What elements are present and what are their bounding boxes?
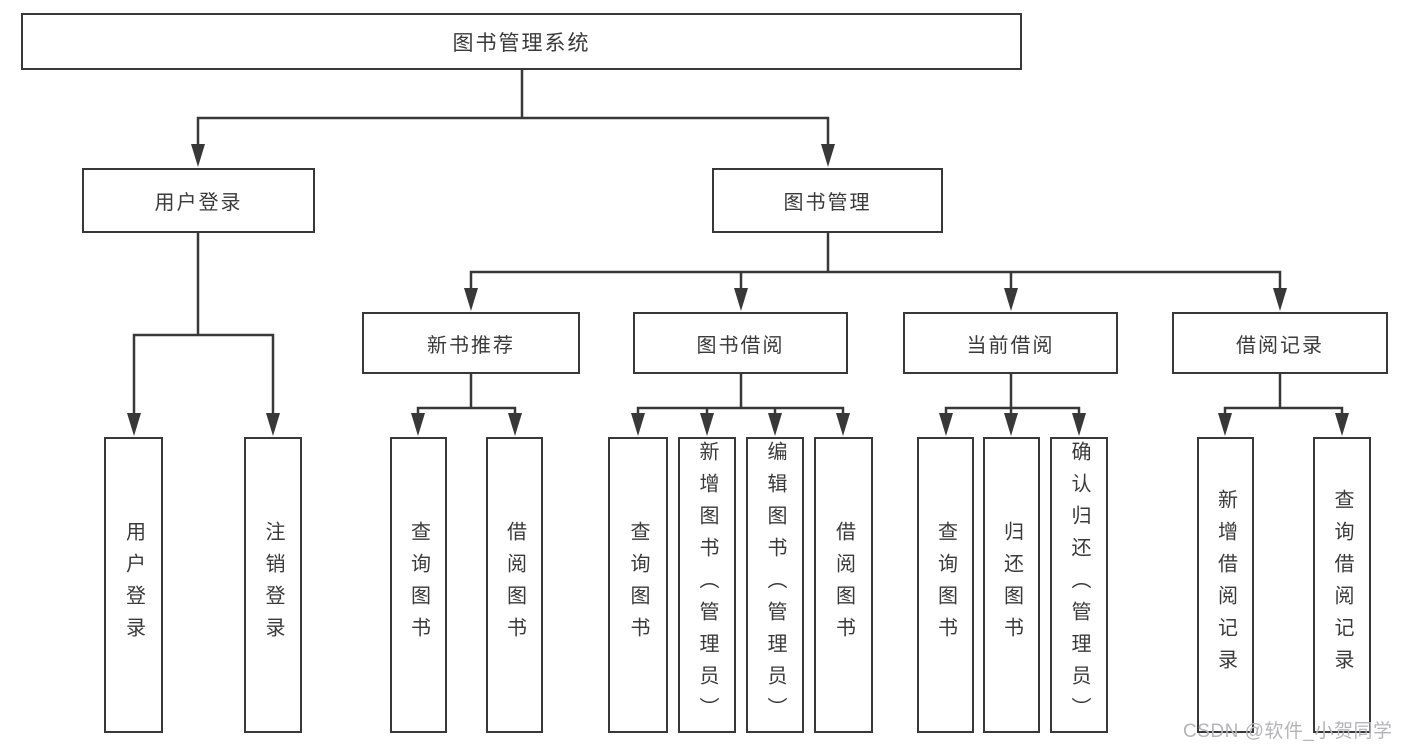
leaf-user-login: 用户登录 xyxy=(104,437,163,733)
node-new-book-recommend: 新书推荐 xyxy=(362,312,580,374)
leaf-add-borrow-record-label: 新增借阅记录 xyxy=(1214,489,1237,681)
leaf-return-book-label: 归还图书 xyxy=(1000,521,1023,649)
leaf-edit-book-admin: 编辑图书（管理员） xyxy=(746,437,804,733)
leaf-borrow-books-borrow: 借阅图书 xyxy=(814,437,873,733)
leaf-edit-book-admin-label: 编辑图书（管理员） xyxy=(764,441,786,729)
leaf-confirm-return-admin-label: 确认归还（管理员） xyxy=(1068,441,1090,729)
leaf-query-books-recommend-label: 查询图书 xyxy=(407,521,430,649)
leaf-borrow-books-recommend: 借阅图书 xyxy=(486,437,543,733)
leaf-query-borrow-record: 查询借阅记录 xyxy=(1313,437,1371,733)
leaf-confirm-return-admin: 确认归还（管理员） xyxy=(1050,437,1108,733)
connector-new-book-recommend-to-leaves xyxy=(416,374,517,416)
leaf-add-book-admin-label: 新增图书（管理员） xyxy=(696,441,718,729)
connector-borrow-records-to-leaves xyxy=(1223,374,1344,416)
leaf-logout-label: 注销登录 xyxy=(262,521,284,649)
node-library-management-system: 图书管理系统 xyxy=(21,13,1022,70)
connector-root-to-level2 xyxy=(196,70,830,146)
csdn-watermark: CSDN @软件_小贺同学 xyxy=(1183,721,1393,742)
leaf-query-books-recommend: 查询图书 xyxy=(390,437,447,733)
leaf-logout: 注销登录 xyxy=(244,437,302,733)
leaf-return-book: 归还图书 xyxy=(983,437,1040,733)
connector-current-borrow-to-leaves xyxy=(944,374,1081,416)
leaf-add-book-admin: 新增图书（管理员） xyxy=(678,437,736,733)
node-book-management: 图书管理 xyxy=(712,168,943,233)
leaf-query-books-current-label: 查询图书 xyxy=(934,521,957,649)
leaf-borrow-books-borrow-label: 借阅图书 xyxy=(832,521,855,649)
leaf-query-borrow-record-label: 查询借阅记录 xyxy=(1331,489,1353,681)
node-user-login: 用户登录 xyxy=(82,168,315,233)
leaf-query-books-current: 查询图书 xyxy=(917,437,974,733)
leaf-query-books-borrow-label: 查询图书 xyxy=(627,521,649,649)
leaf-add-borrow-record: 新增借阅记录 xyxy=(1197,437,1254,733)
node-book-borrow: 图书借阅 xyxy=(633,312,848,374)
connector-user-login-to-leaves xyxy=(132,233,275,415)
node-borrow-records: 借阅记录 xyxy=(1172,312,1388,374)
node-current-borrow: 当前借阅 xyxy=(903,312,1118,374)
leaf-user-login-label: 用户登录 xyxy=(122,521,145,649)
leaf-query-books-borrow: 查询图书 xyxy=(608,437,668,733)
connector-book-borrow-to-leaves xyxy=(636,374,845,416)
connector-book-management-to-level3 xyxy=(469,233,1282,291)
leaf-borrow-books-recommend-label: 借阅图书 xyxy=(503,521,526,649)
